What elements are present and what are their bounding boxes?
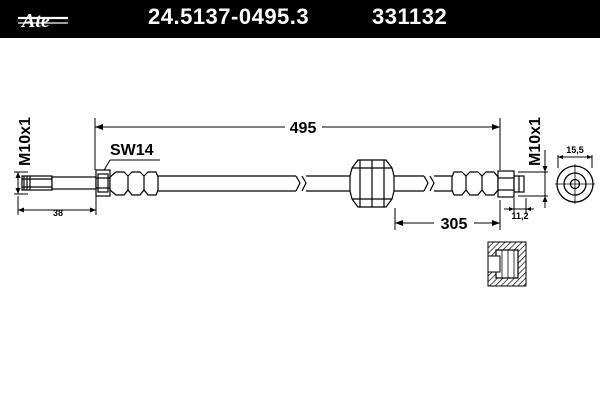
right-fitting bbox=[497, 170, 525, 198]
left-ferrule bbox=[109, 171, 159, 196]
wrench-size-callout: SW14 bbox=[102, 142, 160, 173]
left-offset-dimension: 38 bbox=[17, 196, 97, 218]
part-number: 24.5137-0495.3 bbox=[148, 4, 310, 29]
reference-number: 331132 bbox=[372, 4, 448, 29]
left-offset-label: 38 bbox=[53, 208, 63, 218]
sub-length-dimension: 305 bbox=[394, 200, 501, 233]
overall-length-label: 495 bbox=[290, 120, 317, 137]
right-thread-dimension: M10x1 bbox=[518, 117, 548, 208]
end-view: 15,5 bbox=[555, 145, 595, 204]
hose-body-right bbox=[394, 175, 452, 192]
svg-text:Ate: Ate bbox=[20, 10, 50, 32]
left-thread-dimension: M10x1 bbox=[14, 117, 34, 195]
right-thread-label: M10x1 bbox=[527, 117, 544, 166]
end-diameter-label: 15,5 bbox=[566, 145, 584, 155]
overall-length-dimension: 495 bbox=[94, 118, 501, 170]
sub-length-label: 305 bbox=[441, 216, 468, 233]
ate-logo: Ate bbox=[18, 10, 68, 32]
hose-body-left bbox=[158, 175, 350, 192]
right-ferrule bbox=[451, 171, 499, 196]
wrench-size-label: SW14 bbox=[110, 142, 154, 159]
right-offset-dimension: 11,2 bbox=[504, 198, 534, 221]
left-fitting bbox=[21, 169, 111, 197]
left-thread-label: M10x1 bbox=[17, 117, 34, 166]
port-section-detail bbox=[487, 241, 527, 287]
middle-bracket bbox=[349, 159, 395, 208]
title-bar: Ate 24.5137-0495.3 331132 bbox=[0, 0, 600, 38]
right-offset-label: 11,2 bbox=[511, 211, 528, 221]
